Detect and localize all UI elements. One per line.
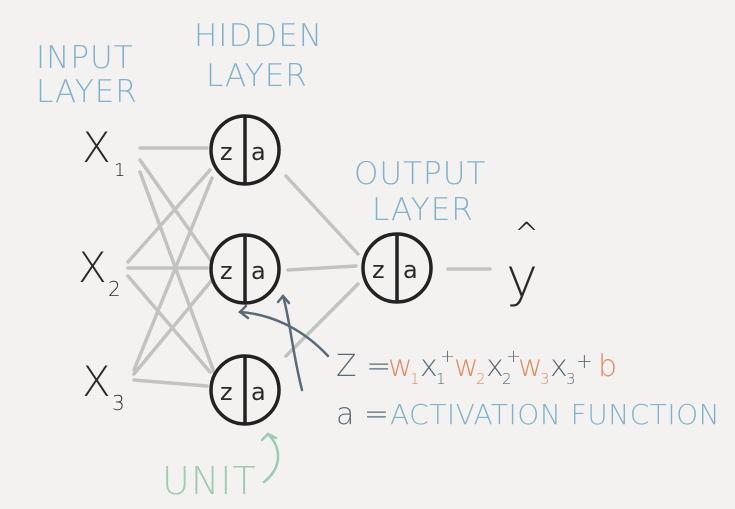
svg-text:a =: a =	[336, 397, 389, 432]
arrow-z	[238, 310, 330, 358]
svg-text:a: a	[251, 138, 266, 166]
equation-a: a = ACTIVATION FUNCTION	[336, 397, 720, 432]
svg-text:3: 3	[112, 391, 125, 415]
edge-x2-h1	[126, 168, 212, 264]
svg-text:X: X	[78, 243, 107, 292]
svg-text:2: 2	[502, 370, 512, 388]
arrows	[238, 294, 330, 484]
svg-text:2: 2	[108, 277, 121, 301]
edge-x1-h3	[138, 170, 216, 374]
output-neuron: z a	[361, 232, 433, 304]
svg-text:+: +	[506, 346, 521, 367]
svg-text:+: +	[440, 346, 455, 367]
svg-text:1: 1	[410, 370, 420, 388]
arrow-a	[281, 294, 304, 392]
hidden-neuron-1: z a	[209, 114, 281, 186]
arrow-z-head	[238, 304, 250, 320]
svg-text:y: y	[506, 246, 538, 309]
svg-text:z: z	[372, 256, 385, 284]
hidden-neuron-2: z a	[209, 233, 281, 305]
svg-text:x: x	[550, 349, 568, 384]
edge-h2-out	[286, 264, 358, 272]
svg-text:w: w	[388, 349, 413, 384]
edges	[126, 146, 492, 388]
svg-text:x: x	[486, 349, 504, 384]
arrow-unit-head	[260, 432, 278, 442]
svg-text:^: ^	[514, 217, 539, 252]
svg-text:z: z	[220, 138, 233, 166]
svg-text:ACTIVATION FUNCTION: ACTIVATION FUNCTION	[390, 398, 720, 431]
arrow-unit	[262, 432, 280, 484]
input-x2: X 2	[78, 243, 121, 301]
svg-text:z: z	[220, 257, 233, 285]
edge-x3-h2	[132, 278, 214, 376]
svg-text:X: X	[82, 357, 111, 406]
edge-h1-out	[284, 174, 360, 256]
svg-text:OUTPUT: OUTPUT	[354, 156, 486, 192]
svg-text:z: z	[220, 378, 233, 406]
svg-text:w: w	[518, 349, 543, 384]
hidden-neuron-3: z a	[209, 354, 281, 426]
svg-text:1: 1	[436, 370, 446, 388]
svg-text:Z =: Z =	[336, 349, 391, 384]
svg-text:+: +	[576, 349, 593, 373]
svg-text:LAYER: LAYER	[206, 58, 308, 94]
edge-x1-h2	[138, 158, 214, 264]
svg-text:a: a	[251, 257, 266, 285]
svg-text:INPUT: INPUT	[36, 40, 134, 76]
input-x3: X 3	[82, 357, 125, 415]
edge-h3-out	[284, 282, 360, 358]
svg-text:2: 2	[476, 370, 486, 388]
svg-text:3: 3	[540, 370, 550, 388]
svg-text:1: 1	[114, 160, 125, 181]
edge-x3-h3	[132, 378, 209, 388]
svg-text:3: 3	[566, 370, 576, 388]
unit-label: UNIT	[162, 459, 257, 503]
equation-z: Z = w 1 x 1 + w 2 x 2 + w 3 x 3 + b	[336, 346, 617, 388]
edge-x2-h3	[126, 274, 212, 374]
arrow-a-head	[276, 294, 291, 305]
svg-text:b: b	[598, 349, 617, 384]
input-layer-label: INPUT LAYER	[36, 40, 138, 110]
svg-text:a: a	[251, 378, 266, 406]
svg-text:w: w	[454, 349, 479, 384]
svg-text:x: x	[420, 349, 438, 384]
hidden-layer-label: HIDDEN LAYER	[194, 18, 323, 94]
svg-text:HIDDEN: HIDDEN	[194, 18, 323, 54]
output-y-hat: ^ y	[506, 217, 539, 309]
input-x1: X 1	[82, 123, 125, 181]
edge-x3-h1	[132, 176, 214, 372]
svg-text:X: X	[82, 123, 111, 172]
svg-text:LAYER: LAYER	[36, 74, 138, 110]
svg-text:a: a	[403, 256, 418, 284]
output-layer-label: OUTPUT LAYER	[354, 156, 486, 228]
svg-text:LAYER: LAYER	[372, 192, 474, 228]
